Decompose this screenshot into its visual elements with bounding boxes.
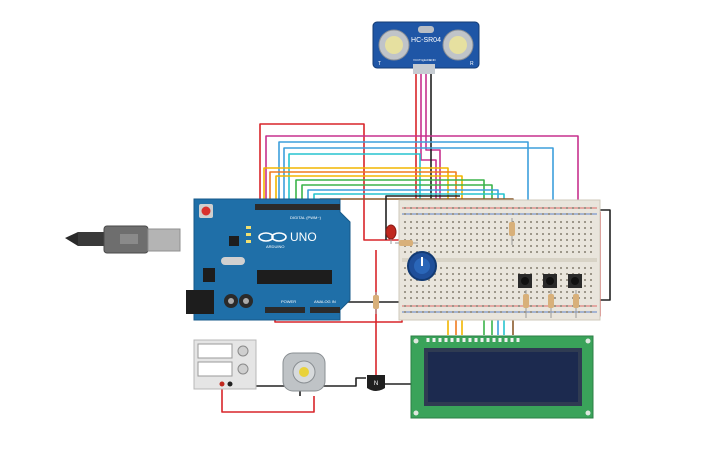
usb-cable-icon[interactable] <box>65 225 181 254</box>
power-supply-icon[interactable] <box>193 339 257 390</box>
lcd-pin-header <box>426 338 520 342</box>
arduino-brand-label: ARDUINO <box>266 244 284 249</box>
sensor-pin-trig-label: Trig <box>419 58 424 62</box>
wire-ps-pos[interactable] <box>221 386 315 413</box>
digital-label: DIGITAL (PWM~) <box>290 215 322 220</box>
uno-label: UNO <box>290 230 317 244</box>
sensor-pin-vcc-label: VCC <box>413 58 420 62</box>
regulator <box>203 268 215 282</box>
crystal <box>221 257 245 265</box>
resistor-button-3[interactable] <box>548 290 554 318</box>
reset-button-cap <box>201 206 211 216</box>
wire-sensor-echo[interactable] <box>425 74 441 205</box>
power-label: POWER <box>281 299 296 304</box>
wire-sensor-trig[interactable] <box>420 74 437 205</box>
push-button-icon[interactable] <box>518 274 532 288</box>
wire-emitter-gnd[interactable] <box>384 374 413 385</box>
sensor-side-right-label: R <box>470 61 474 67</box>
wire-right-black[interactable] <box>596 209 611 301</box>
wire-motor-collector[interactable] <box>318 377 366 387</box>
transistor-icon[interactable]: N <box>367 375 385 391</box>
resistor-led[interactable] <box>395 240 418 246</box>
analog-header[interactable] <box>310 307 340 313</box>
push-button-icon[interactable] <box>543 274 557 288</box>
atmega-chip <box>257 270 332 284</box>
resistors <box>373 218 579 318</box>
arduino-logo-left <box>258 232 274 242</box>
sensor-pin-gnd-label: GND <box>429 58 437 62</box>
sensor-side-left-label: T <box>378 61 381 67</box>
resistor-button-1[interactable] <box>509 218 515 245</box>
led-icon[interactable] <box>385 224 397 244</box>
dc-motor-icon[interactable] <box>282 352 326 392</box>
lcd-display[interactable] <box>410 335 594 419</box>
ultrasonic-sensor[interactable]: HC-SR04 T R VCC Trig Echo GND <box>372 21 480 74</box>
potentiometer-icon[interactable] <box>407 251 437 281</box>
breadboard-holes <box>404 207 592 313</box>
analog-label: ANALOG IN <box>314 299 336 304</box>
power-jack[interactable] <box>186 290 214 314</box>
power-header[interactable] <box>265 307 305 313</box>
push-buttons <box>518 274 582 288</box>
arduino-uno[interactable]: DIGITAL (PWM~) UNO ARDUINO POWER ANALOG … <box>186 198 351 321</box>
usb-chip <box>229 236 239 246</box>
resistor-button-4[interactable] <box>573 290 579 318</box>
transistor-label: N <box>374 381 378 387</box>
digital-header[interactable] <box>255 204 340 210</box>
wire-gnd-top[interactable] <box>385 195 460 240</box>
sensor-model-label: HC-SR04 <box>411 37 441 44</box>
push-button-icon[interactable] <box>568 274 582 288</box>
resistor-base[interactable] <box>373 292 379 314</box>
resistor-button-2[interactable] <box>523 290 529 318</box>
arduino-logo-right <box>271 232 287 242</box>
sensor-pin-echo-label: Echo <box>424 58 431 62</box>
wire-d-red[interactable] <box>259 123 416 241</box>
